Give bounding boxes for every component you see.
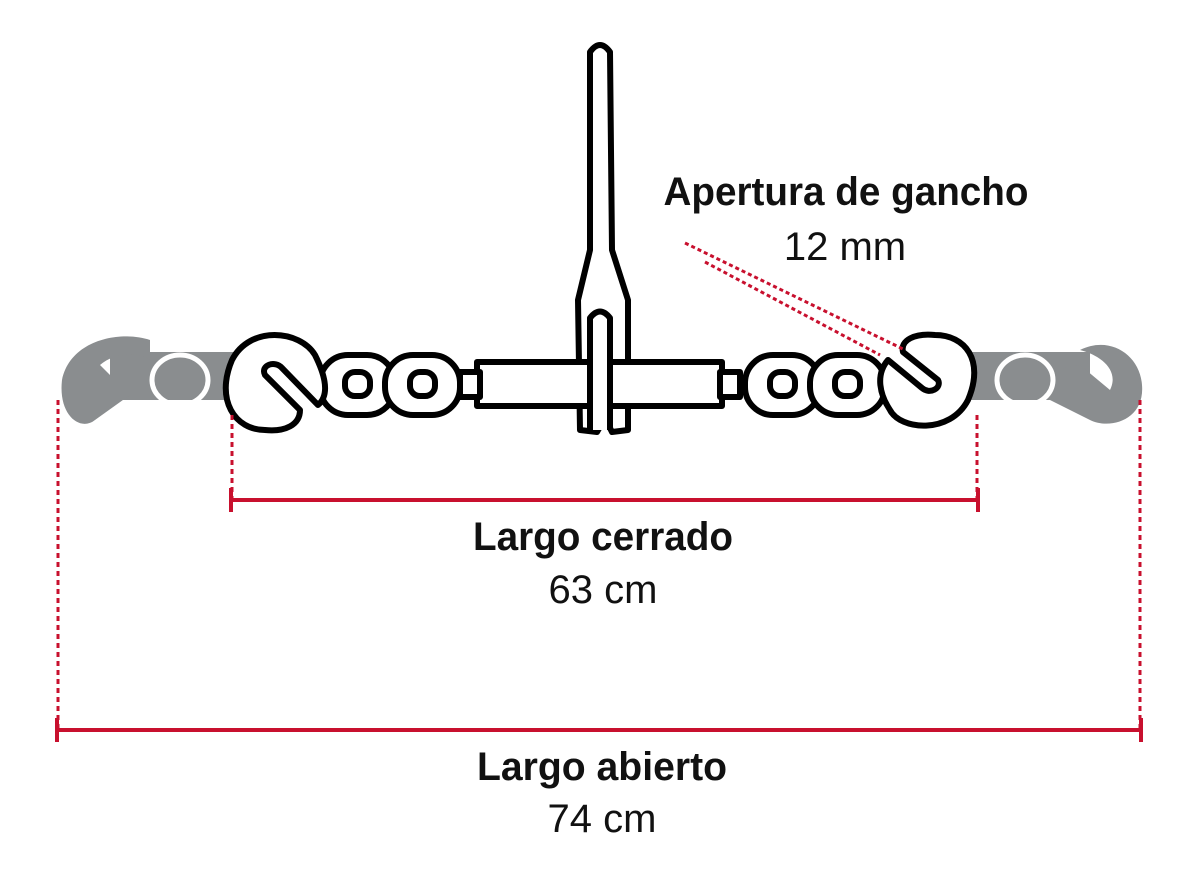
dimension-lines: [55, 241, 1143, 742]
hook-opening-title: Apertura de gancho: [664, 170, 1029, 214]
open-hook-left: [61, 336, 240, 424]
chain-links-left: [317, 352, 463, 418]
hook-opening-leader-1: [684, 241, 906, 352]
closed-length-title: Largo cerrado: [473, 515, 733, 559]
closed-length-value: 63 cm: [549, 568, 658, 612]
hook-opening-leader-2: [704, 260, 881, 357]
chain-links-right: [742, 352, 888, 418]
hook-right: [877, 331, 978, 429]
open-hook-right: [960, 344, 1143, 424]
hook-left: [222, 332, 328, 434]
open-length-value: 74 cm: [548, 797, 657, 841]
hook-opening-value: 12 mm: [784, 225, 906, 269]
open-length-title: Largo abierto: [477, 745, 727, 789]
lever-slot: [587, 308, 613, 430]
